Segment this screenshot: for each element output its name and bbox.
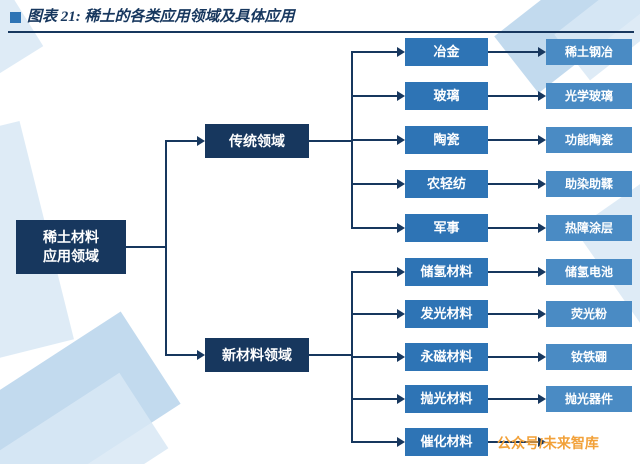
diagram-row: 军事 热障涂层 — [352, 214, 640, 242]
node-branch-new-materials: 新材料领域 — [205, 338, 309, 372]
arrowhead-icon — [538, 135, 546, 145]
root-label-line2: 应用领域 — [43, 248, 99, 264]
leaf-node: 荧光粉 — [546, 301, 632, 327]
arrowhead-icon — [197, 136, 205, 146]
connector-line — [488, 313, 538, 315]
diagram-row: 玻璃 光学玻璃 — [352, 82, 640, 110]
connector-line — [165, 140, 197, 142]
arrowhead-icon — [397, 135, 405, 145]
arrowhead-icon — [538, 309, 546, 319]
connector-line — [488, 356, 538, 358]
connector-line — [309, 354, 352, 356]
title-underline — [8, 31, 634, 33]
mid-node: 发光材料 — [405, 300, 488, 328]
connector-line — [488, 271, 538, 273]
arrowhead-icon — [538, 91, 546, 101]
leaf-node: 助染助鞣 — [546, 171, 632, 197]
leaf-node: 稀土钢冶 — [546, 39, 632, 65]
mid-node: 抛光材料 — [405, 385, 488, 413]
connector-line — [165, 140, 167, 356]
connector-line — [488, 183, 538, 185]
connector-line — [352, 227, 397, 229]
mid-node: 农轻纺 — [405, 170, 488, 198]
connector-line — [352, 398, 397, 400]
mid-node: 冶金 — [405, 38, 488, 66]
diagram-row: 抛光材料 抛光器件 — [352, 385, 640, 413]
leaf-node: 抛光器件 — [546, 386, 632, 412]
figure-title: 图表 21: 稀土的各类应用领域及具体应用 — [27, 9, 295, 25]
connector-line — [488, 95, 538, 97]
leaf-node: 热障涂层 — [546, 215, 632, 241]
arrowhead-icon — [397, 47, 405, 57]
watermark-text: 公众号/未来智库 — [497, 435, 599, 451]
node-branch-traditional: 传统领域 — [205, 124, 309, 158]
connector-line — [352, 95, 397, 97]
connector-line — [352, 139, 397, 141]
connector-line — [352, 183, 397, 185]
mid-node: 储氢材料 — [405, 258, 488, 286]
arrowhead-icon — [538, 394, 546, 404]
arrowhead-icon — [397, 223, 405, 233]
connector-line — [488, 441, 538, 443]
leaf-node: 光学玻璃 — [546, 83, 632, 109]
arrowhead-icon — [538, 267, 546, 277]
arrowhead-icon — [538, 437, 546, 447]
node-root: 稀土材料 应用领域 — [16, 220, 126, 274]
connector-line — [488, 398, 538, 400]
square-bullet-icon — [10, 12, 21, 23]
diagram-row: 农轻纺 助染助鞣 — [352, 170, 640, 198]
arrowhead-icon — [538, 47, 546, 57]
arrowhead-icon — [397, 91, 405, 101]
arrowhead-icon — [538, 179, 546, 189]
diagram-row: 陶瓷 功能陶瓷 — [352, 126, 640, 154]
leaf-node: 功能陶瓷 — [546, 127, 632, 153]
leaf-node: 钕铁硼 — [546, 344, 632, 370]
diagram-row: 发光材料 荧光粉 — [352, 300, 640, 328]
connector-line — [352, 313, 397, 315]
mid-node: 催化材料 — [405, 428, 488, 456]
arrowhead-icon — [397, 394, 405, 404]
connector-line — [488, 51, 538, 53]
diagram-row: 永磁材料 钕铁硼 — [352, 343, 640, 371]
connector-line — [488, 139, 538, 141]
connector-line — [352, 271, 397, 273]
diagram-row: 冶金 稀土钢冶 — [352, 38, 640, 66]
arrowhead-icon — [397, 437, 405, 447]
connector-line — [352, 51, 397, 53]
diagram-row: 储氢材料 储氢电池 — [352, 258, 640, 286]
arrowhead-icon — [397, 352, 405, 362]
mid-node: 玻璃 — [405, 82, 488, 110]
connector-line — [352, 356, 397, 358]
mid-node: 军事 — [405, 214, 488, 242]
mid-node: 永磁材料 — [405, 343, 488, 371]
arrowhead-icon — [538, 223, 546, 233]
connector-line — [165, 354, 197, 356]
arrowhead-icon — [538, 352, 546, 362]
arrowhead-icon — [397, 267, 405, 277]
connector-line — [352, 441, 397, 443]
arrowhead-icon — [197, 350, 205, 360]
diagram-row: 催化材料 — [352, 428, 640, 456]
connector-line — [126, 246, 166, 248]
leaf-node: 储氢电池 — [546, 259, 632, 285]
root-label-line1: 稀土材料 — [43, 229, 99, 246]
connector-line — [488, 227, 538, 229]
mid-node: 陶瓷 — [405, 126, 488, 154]
arrowhead-icon — [397, 179, 405, 189]
connector-line — [309, 140, 352, 142]
arrowhead-icon — [397, 309, 405, 319]
